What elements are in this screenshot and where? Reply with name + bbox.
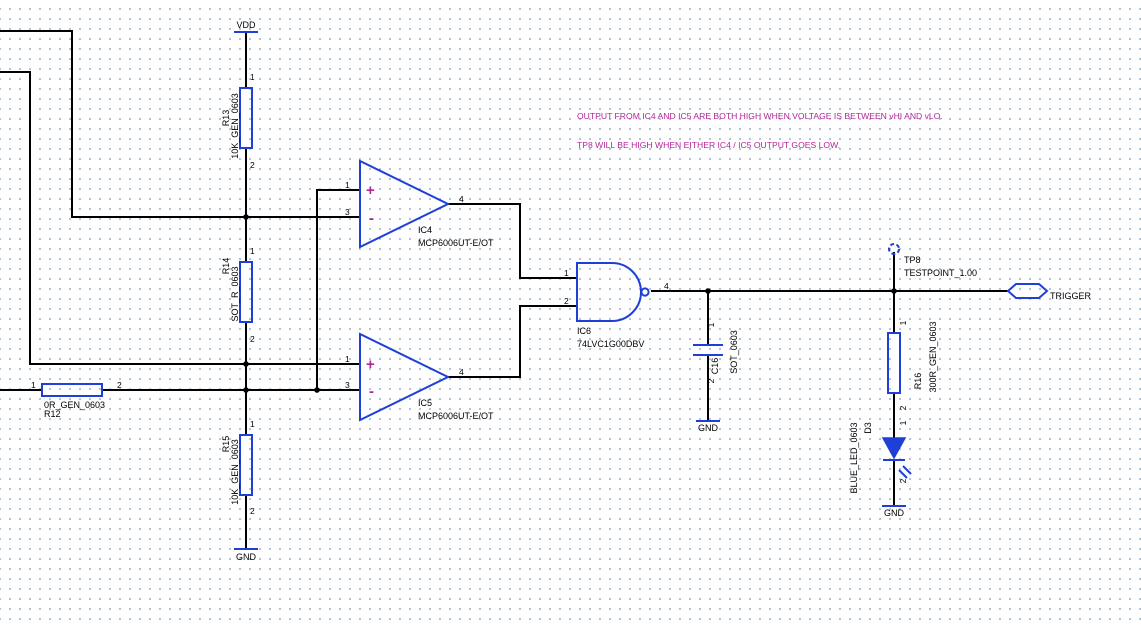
value-label: MCP6006UT-E/OT bbox=[418, 411, 494, 421]
opamp-ic4[interactable]: + - 1 3 4 IC4 MCP6006UT-E/OT bbox=[345, 159, 494, 249]
gnd-label: GND bbox=[884, 508, 905, 518]
pin-number: 1 bbox=[706, 322, 716, 327]
ref-label: D3 bbox=[863, 422, 873, 434]
gnd-label: GND bbox=[236, 552, 257, 562]
ref-label: IC4 bbox=[418, 225, 432, 235]
junction-dot bbox=[243, 361, 249, 367]
resistor-r16[interactable]: 1 2 R16 300R_GEN_0603 bbox=[887, 320, 938, 410]
pin-number: 2 bbox=[250, 160, 255, 170]
ref-label: R16 bbox=[913, 373, 923, 390]
design-notes: OUTPUT FROM IC4 AND IC5 ARE BOTH HIGH WH… bbox=[577, 111, 943, 150]
pin-number: 2 bbox=[706, 378, 716, 383]
vdd-symbol[interactable]: VDD bbox=[234, 20, 258, 33]
wire-ic4-plus-feed[interactable] bbox=[316, 189, 360, 390]
value-label: BLUE_LED_0603 bbox=[849, 422, 859, 493]
value-label: 10K_GEN_0603 bbox=[230, 93, 240, 159]
wire-input-to-ic4-minus[interactable] bbox=[0, 30, 360, 218]
wire-input-to-ic5-plus[interactable] bbox=[0, 71, 360, 365]
value-label: MCP6006UT-E/OT bbox=[418, 238, 494, 248]
pin-number: 2 bbox=[250, 506, 255, 516]
pin-number: 2 bbox=[117, 380, 122, 390]
value-label: 300R_GEN_0603 bbox=[928, 321, 938, 392]
ref-label: IC5 bbox=[418, 398, 432, 408]
junction-dot bbox=[314, 387, 320, 393]
junction-dot bbox=[243, 387, 249, 393]
value-label: TESTPOINT_1.00 bbox=[904, 268, 977, 278]
capacitor-c16[interactable]: 1 2 C16 SOT_0603 bbox=[693, 322, 739, 383]
wire-ic5-out[interactable] bbox=[448, 305, 577, 378]
junctions bbox=[243, 214, 897, 393]
pin-number: 3 bbox=[345, 207, 350, 217]
plus-sign: + bbox=[366, 356, 375, 373]
pin-number: 1 bbox=[345, 180, 350, 190]
note-line-2: TP8 WILL BE HIGH WHEN EITHER IC4 / IC5 O… bbox=[577, 140, 840, 150]
pin-number: 2 bbox=[250, 334, 255, 344]
ref-label: R14 bbox=[221, 258, 231, 275]
pin-number: 2 bbox=[898, 405, 908, 410]
junction-dot bbox=[705, 288, 711, 294]
port-label: TRIGGER bbox=[1050, 291, 1092, 301]
ref-label: R12 bbox=[44, 409, 61, 419]
value-label: 0R_GEN_0603 bbox=[44, 400, 105, 410]
pin-number: 4 bbox=[459, 194, 464, 204]
vdd-label: VDD bbox=[236, 20, 256, 30]
junction-dot bbox=[891, 288, 897, 294]
pin-number: 2 bbox=[898, 478, 908, 483]
pin-number: 1 bbox=[898, 320, 908, 325]
value-label: 10K_GEN_0603 bbox=[230, 439, 240, 505]
value-label: SOT_0603 bbox=[729, 330, 739, 374]
resistor-r12[interactable]: 1 2 0R_GEN_0603 R12 bbox=[31, 380, 122, 419]
pin-number: 1 bbox=[250, 72, 255, 82]
resistor-r15[interactable]: 1 2 R15 10K_GEN_0603 bbox=[221, 419, 255, 516]
pin-number: 4 bbox=[664, 281, 669, 291]
pin-number: 4 bbox=[459, 367, 464, 377]
pin-number: 1 bbox=[898, 420, 908, 425]
note-line-1: OUTPUT FROM IC4 AND IC5 ARE BOTH HIGH WH… bbox=[577, 111, 943, 121]
gnd-symbol-main[interactable]: GND bbox=[234, 548, 258, 562]
pin-number: 1 bbox=[31, 380, 36, 390]
value-label: 74LVC1G00DBV bbox=[577, 339, 644, 349]
port-trigger[interactable]: TRIGGER bbox=[1006, 283, 1092, 301]
pin-number: 1 bbox=[345, 354, 350, 364]
pin-number: 1 bbox=[250, 246, 255, 256]
ref-label: R15 bbox=[221, 436, 231, 453]
opamp-ic5[interactable]: + - 1 3 4 IC5 MCP6006UT-E/OT bbox=[345, 332, 494, 422]
pin-number: 1 bbox=[250, 419, 255, 429]
ref-label: R13 bbox=[221, 110, 231, 127]
plus-sign: + bbox=[366, 182, 375, 199]
testpoint-tp8[interactable]: TP8 TESTPOINT_1.00 bbox=[888, 243, 977, 278]
minus-sign: - bbox=[369, 210, 374, 227]
pin-number: 3 bbox=[345, 380, 350, 390]
gnd-symbol-cap[interactable]: GND bbox=[696, 420, 720, 433]
pin-number: 1 bbox=[564, 268, 569, 278]
wire-ic4-out[interactable] bbox=[448, 203, 577, 279]
nand-gate-ic6[interactable]: 1 2 4 IC6 74LVC1G00DBV bbox=[564, 262, 669, 349]
gnd-label: GND bbox=[698, 423, 719, 433]
ref-label: IC6 bbox=[577, 326, 591, 336]
value-label: SOT_R_0603 bbox=[230, 266, 240, 321]
ref-label: TP8 bbox=[904, 255, 921, 265]
junction-dot bbox=[243, 214, 249, 220]
pin-number: 2 bbox=[564, 296, 569, 306]
resistor-r13[interactable]: 1 2 R13 10K_GEN_0603 bbox=[221, 72, 255, 170]
led-d3[interactable]: 1 2 D3 BLUE_LED_0603 bbox=[849, 420, 912, 494]
ref-label: C16 bbox=[710, 358, 720, 375]
gnd-symbol-led[interactable]: GND bbox=[882, 505, 906, 518]
minus-sign: - bbox=[369, 383, 374, 400]
resistor-r14[interactable]: 1 2 R14 SOT_R_0603 bbox=[221, 246, 255, 344]
